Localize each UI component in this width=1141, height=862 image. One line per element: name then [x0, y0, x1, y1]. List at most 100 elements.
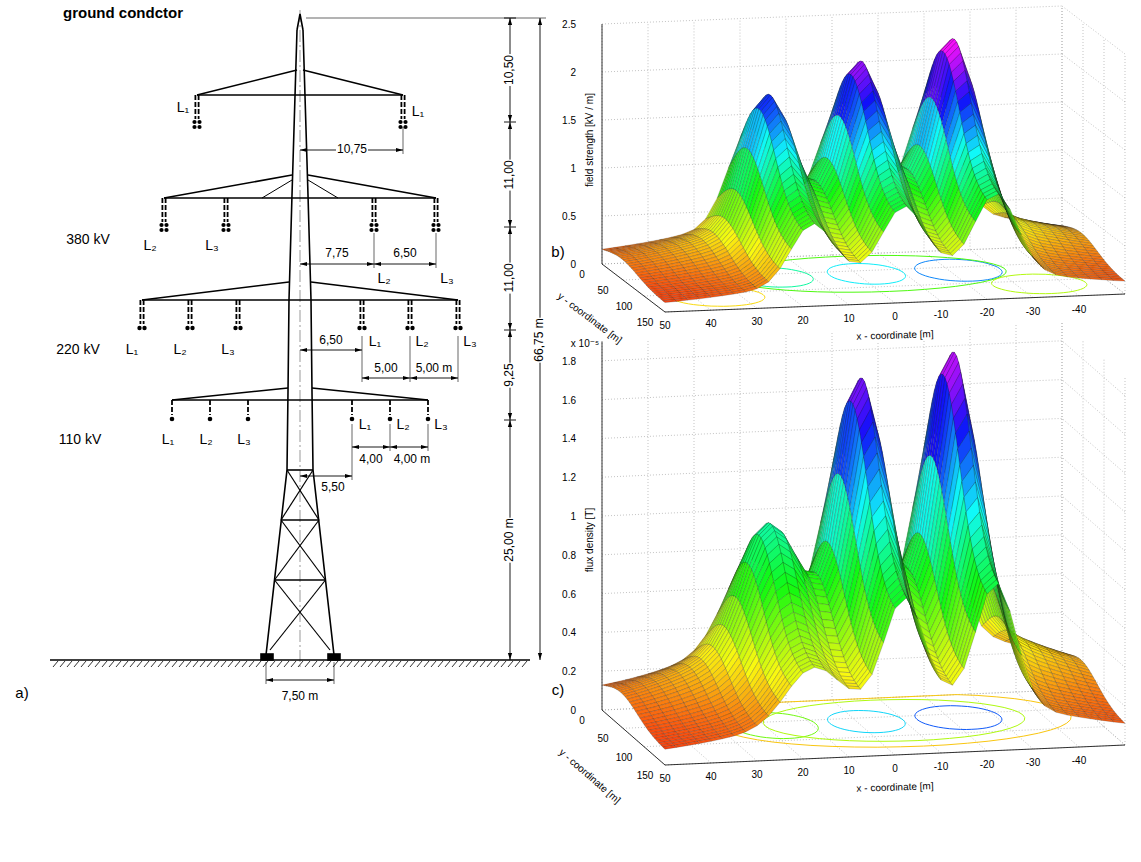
- tower-structure: [287, 470, 319, 520]
- grid-line: [832, 255, 895, 303]
- surface-patch: [858, 250, 872, 263]
- ground-hatch: [116, 661, 121, 667]
- conductor: [221, 223, 225, 227]
- conductor: [426, 417, 431, 422]
- dimension-line: [362, 336, 363, 382]
- grid-line: [1125, 376, 1126, 745]
- grid-line: [1062, 6, 1125, 54]
- surface-patch: [1065, 275, 1079, 278]
- ground-hatch: [158, 661, 163, 667]
- surface-patch: [663, 300, 677, 303]
- insulator-string: [459, 300, 461, 324]
- ground-hatch: [480, 661, 485, 667]
- insulator-string: [235, 300, 237, 324]
- insulator-string: [363, 300, 365, 324]
- surface-patch: [1077, 276, 1091, 279]
- tower-structure: [142, 14, 458, 660]
- ground-hatch: [102, 661, 107, 667]
- conductor: [458, 326, 462, 330]
- surface-patch: [812, 221, 826, 233]
- ground-hatch: [298, 661, 303, 667]
- ground-hatch: [291, 661, 296, 667]
- surface-patch: [755, 280, 769, 289]
- dimension-line: [390, 424, 391, 451]
- tower-structure: [270, 580, 326, 650]
- dimension-line: [352, 447, 390, 448]
- tower-structure: [142, 282, 289, 300]
- conductor: [238, 326, 242, 330]
- conductor: [453, 326, 457, 330]
- tower-centerline: [300, 10, 301, 668]
- conductor: [350, 417, 355, 422]
- insulator-string: [198, 95, 200, 119]
- conductor: [159, 228, 163, 232]
- conductor: [362, 326, 366, 330]
- conductor: [164, 223, 168, 227]
- tower-structure: [142, 299, 458, 301]
- ground-hatch: [522, 661, 527, 667]
- ground-hatch: [515, 661, 520, 667]
- ground-hatch: [249, 661, 254, 667]
- ground-hatch: [270, 661, 275, 667]
- dimension-line: [390, 447, 428, 448]
- grid-line: [623, 262, 1083, 280]
- dimension-line: [410, 336, 411, 382]
- surface-patch: [1088, 277, 1102, 280]
- dimension-line: [504, 227, 516, 228]
- surface-patch: [1100, 278, 1114, 281]
- conductor: [164, 228, 168, 232]
- dimension-line: [266, 680, 334, 681]
- tower-centerline: [300, 10, 301, 668]
- ground-hatch: [312, 661, 317, 667]
- ground-hatch: [95, 661, 100, 667]
- insulator-string: [171, 400, 173, 415]
- grid-line: [648, 339, 649, 708]
- ground-hatch: [396, 661, 401, 667]
- tower-structure: [275, 579, 326, 581]
- surface-patch: [821, 222, 835, 242]
- tower-structure: [287, 469, 313, 471]
- conductor: [405, 326, 409, 330]
- conductor: [388, 417, 393, 422]
- ground-hatch: [207, 661, 212, 667]
- ground-hatch: [242, 661, 247, 667]
- tower-structure: [281, 520, 326, 580]
- tower-structure: [164, 197, 436, 199]
- ground-hatch: [151, 661, 156, 667]
- insulator-string: [407, 300, 409, 324]
- insulator-string: [400, 95, 402, 119]
- grid-line: [602, 264, 665, 312]
- grid-line: [1062, 341, 1125, 396]
- surface-patch: [962, 219, 976, 244]
- surface-patch: [709, 294, 723, 297]
- contour-line: [763, 700, 1024, 742]
- ground-hatch: [200, 661, 205, 667]
- ground-hatch: [88, 661, 93, 667]
- ground-hatch: [375, 661, 380, 667]
- ground-hatch: [410, 661, 415, 667]
- insulator-string: [351, 400, 353, 415]
- surface-patch: [973, 197, 987, 222]
- insulator-string: [427, 400, 429, 415]
- ground-hatch: [445, 661, 450, 667]
- ground-hatch: [144, 661, 149, 667]
- ground-hatch: [81, 661, 86, 667]
- surface-patch: [778, 247, 792, 269]
- tower-structure: [303, 70, 403, 95]
- ground-hatch: [403, 661, 408, 667]
- conductor: [142, 326, 146, 330]
- ground-hatch: [319, 661, 324, 667]
- surface-patch: [1031, 255, 1045, 270]
- tower-structure: [312, 388, 428, 400]
- ground-hatch: [137, 661, 142, 667]
- insulator-string: [139, 300, 141, 324]
- grid-line: [786, 257, 849, 305]
- grid-line: [1062, 690, 1125, 745]
- ground-hatch: [326, 661, 331, 667]
- conductor: [431, 228, 435, 232]
- surface-mesh: [602, 352, 1125, 749]
- conductor: [246, 417, 251, 422]
- grid-line: [644, 727, 1104, 747]
- surface-patch: [720, 292, 734, 295]
- ground-hatch: [347, 661, 352, 667]
